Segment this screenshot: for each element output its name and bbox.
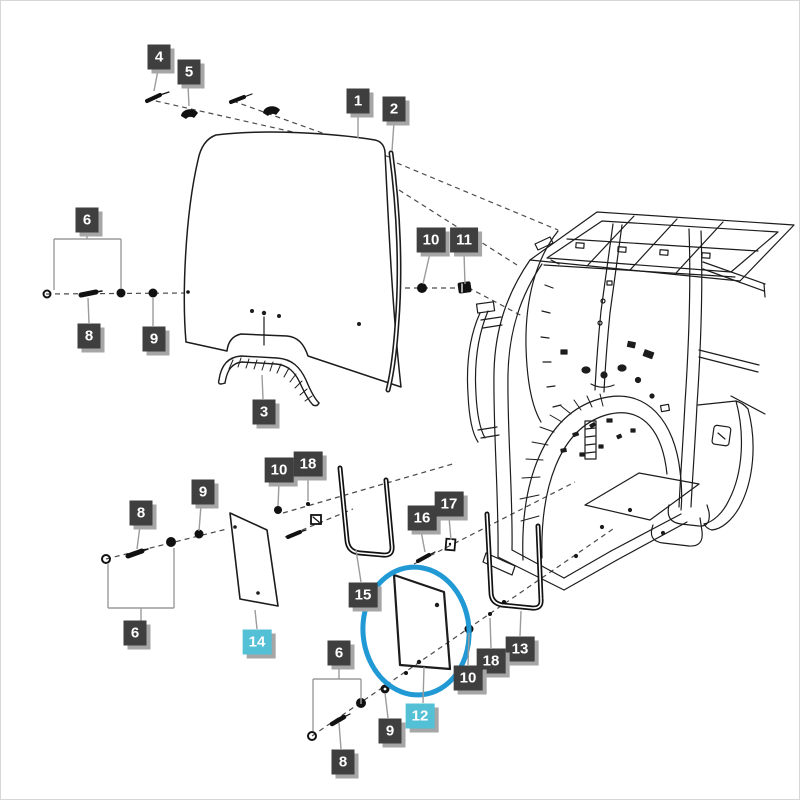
leader-line bbox=[136, 525, 141, 550]
rear-glass-panel-12 bbox=[392, 573, 452, 671]
leader-line bbox=[384, 692, 389, 719]
leader-line bbox=[489, 617, 492, 649]
callout-8c[interactable]: 8 bbox=[331, 749, 355, 775]
windshield-seal bbox=[385, 150, 402, 393]
leader-line bbox=[277, 482, 280, 507]
mounting-hardware-top bbox=[145, 91, 280, 119]
leader-line bbox=[448, 516, 452, 541]
callout-10a[interactable]: 10 bbox=[416, 227, 446, 253]
leader-line bbox=[355, 549, 362, 583]
callout-18b[interactable]: 18 bbox=[293, 451, 323, 477]
callout-8b[interactable]: 8 bbox=[129, 500, 153, 526]
leader-line bbox=[187, 84, 190, 107]
leader-line bbox=[463, 252, 466, 285]
callout-15[interactable]: 15 bbox=[348, 582, 378, 608]
callout-5[interactable]: 5 bbox=[177, 59, 201, 85]
callout-3[interactable]: 3 bbox=[252, 399, 276, 425]
leader-line bbox=[422, 252, 431, 285]
callout-14[interactable]: 14 bbox=[242, 629, 272, 655]
leader-lines bbox=[53, 69, 522, 750]
callout-11[interactable]: 11 bbox=[450, 227, 478, 253]
leader-line bbox=[198, 504, 202, 532]
leader-line bbox=[261, 374, 264, 400]
leader-line bbox=[87, 297, 90, 324]
callout-9b[interactable]: 9 bbox=[191, 479, 215, 505]
callout-9c[interactable]: 9 bbox=[378, 718, 402, 744]
callout-13[interactable]: 13 bbox=[505, 636, 535, 662]
callout-10b[interactable]: 10 bbox=[264, 457, 294, 483]
callout-12[interactable]: 12 bbox=[405, 703, 435, 729]
leader-line bbox=[519, 610, 522, 637]
callout-1[interactable]: 1 bbox=[346, 88, 370, 114]
leader-line bbox=[391, 121, 395, 152]
callout-10c[interactable]: 10 bbox=[453, 665, 483, 691]
leader-line bbox=[467, 632, 470, 666]
front-lower-glass-panel-14 bbox=[229, 512, 279, 607]
leader-line bbox=[422, 666, 425, 704]
callout-6b[interactable]: 6 bbox=[123, 620, 147, 646]
callout-17[interactable]: 17 bbox=[434, 491, 464, 517]
leader-line bbox=[338, 722, 342, 750]
leader-line bbox=[153, 69, 159, 92]
hardware-lower-left bbox=[101, 502, 322, 564]
lower-trim-strip bbox=[217, 355, 320, 407]
glass-channel-13 bbox=[484, 511, 544, 611]
callout-6a[interactable]: 6 bbox=[75, 207, 99, 233]
glass-channel-15 bbox=[337, 465, 395, 558]
callout-9a[interactable]: 9 bbox=[142, 326, 166, 352]
callout-16[interactable]: 16 bbox=[407, 505, 437, 531]
cab-frame bbox=[466, 211, 795, 591]
callout-2[interactable]: 2 bbox=[382, 96, 406, 122]
callout-6c[interactable]: 6 bbox=[327, 640, 351, 666]
leader-line bbox=[254, 609, 258, 630]
hardware-mid-row bbox=[42, 281, 472, 299]
highlight-ellipse bbox=[360, 564, 472, 698]
callout-8a[interactable]: 8 bbox=[77, 323, 101, 349]
leader-line bbox=[420, 530, 426, 553]
windshield-glass bbox=[183, 131, 402, 388]
callout-4[interactable]: 4 bbox=[147, 44, 171, 70]
